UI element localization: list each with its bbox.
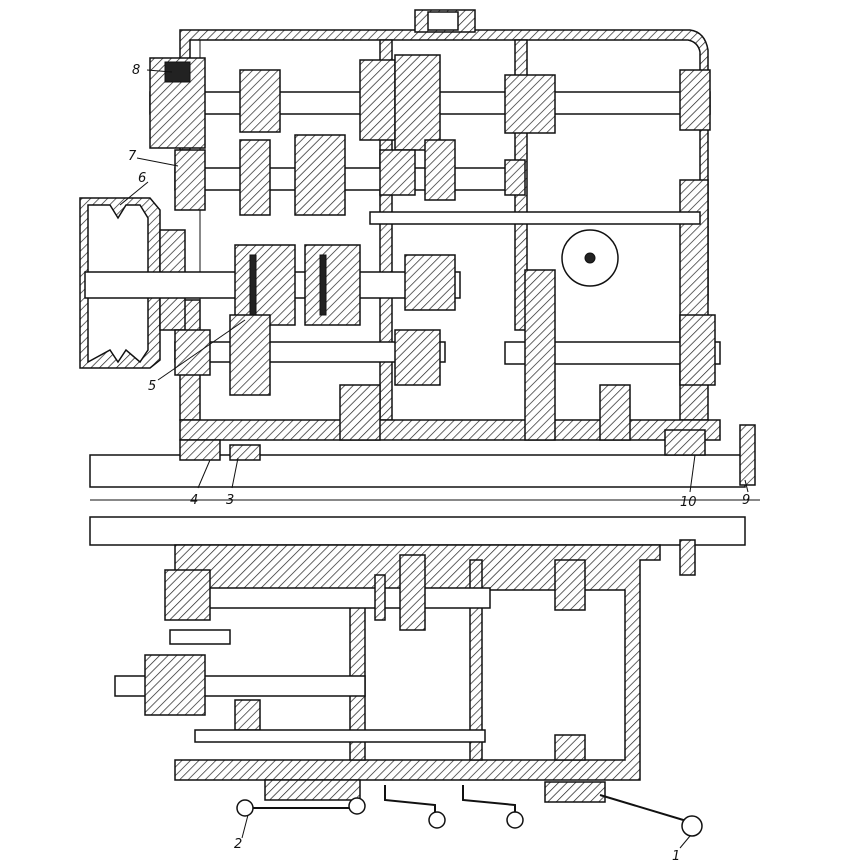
countershaft — [369, 211, 701, 287]
handle-2 — [236, 779, 366, 817]
shaft-5-assembly — [174, 314, 446, 441]
lower-housing — [174, 544, 661, 781]
spindle-shaft — [89, 424, 760, 576]
main-input-shaft — [84, 244, 461, 326]
lower-shafts — [114, 554, 491, 743]
callout-9: 9 — [742, 493, 750, 508]
callout-6: 6 — [138, 171, 146, 186]
handle-1 — [544, 781, 703, 837]
shaft-8-assembly — [149, 54, 711, 151]
callout-7: 7 — [128, 149, 137, 164]
handle-small-a — [384, 785, 446, 829]
callout-4: 4 — [190, 493, 198, 508]
shaft-7-assembly — [174, 134, 526, 216]
callout-1: 1 — [672, 849, 680, 864]
callout-8: 8 — [132, 63, 140, 78]
callout-5: 5 — [148, 379, 156, 394]
callout-3: 3 — [226, 493, 234, 508]
callout-10: 10 — [680, 495, 697, 510]
leader-lines — [119, 69, 749, 849]
handle-small-b — [462, 785, 524, 829]
right-gear-assembly — [504, 269, 721, 441]
callout-2: 2 — [234, 837, 242, 852]
